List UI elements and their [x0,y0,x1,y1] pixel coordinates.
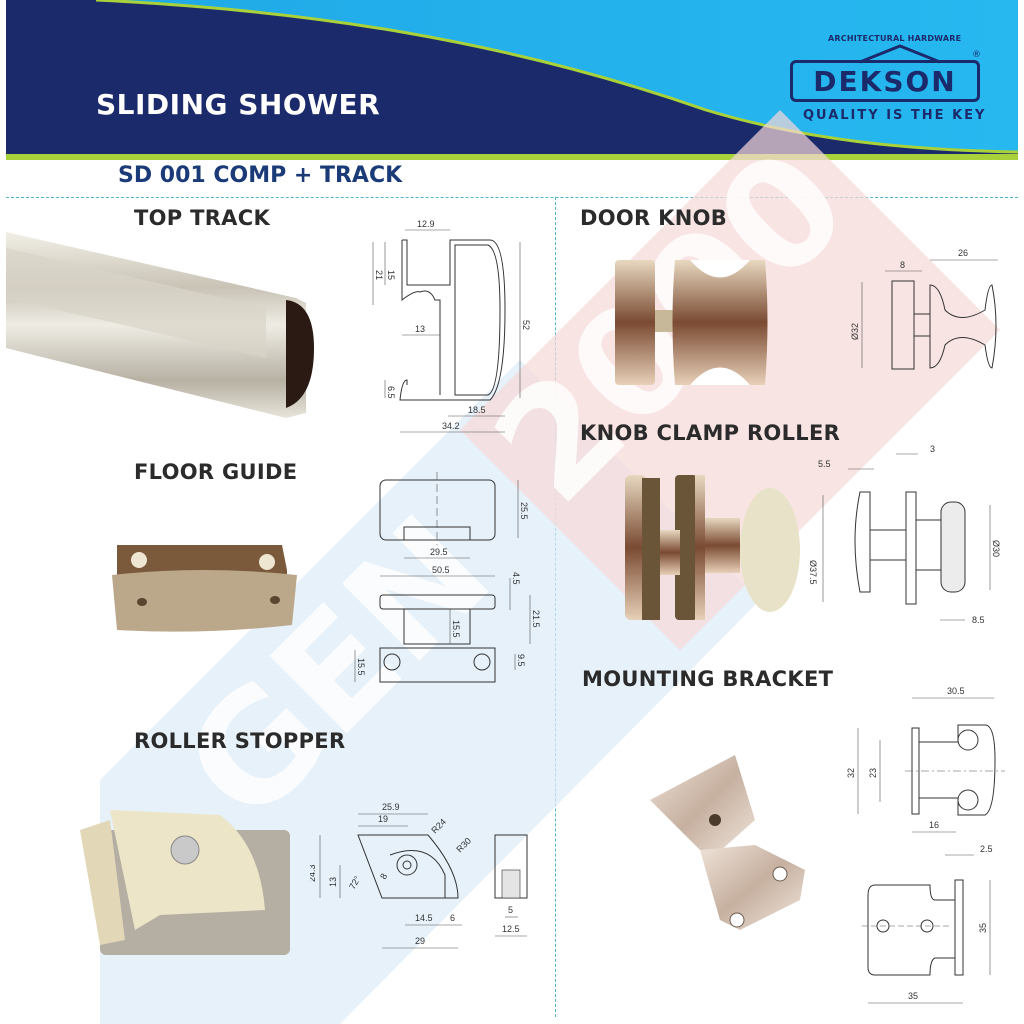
section-title-roller-stopper: ROLLER STOPPER [134,729,346,753]
svg-text:Ø32: Ø32 [850,323,860,340]
vertical-divider [555,197,556,1017]
brand-tagline-top: ARCHITECTURAL HARDWARE [828,34,962,43]
svg-text:15.5: 15.5 [451,620,461,638]
mounting-bracket-drawing-top: 30.5 32 23 16 [846,686,1005,833]
door-knob-photo [615,260,768,385]
brand-name: DEKSON [813,65,957,98]
section-title-mounting-bracket: MOUNTING BRACKET [582,667,834,691]
svg-text:16: 16 [929,820,939,830]
knob-clamp-roller-photo [625,475,800,620]
svg-text:4.5: 4.5 [511,572,521,585]
svg-text:5.5: 5.5 [818,459,831,469]
svg-text:14.5: 14.5 [415,913,433,923]
svg-text:Ø37.5: Ø37.5 [810,560,818,585]
section-title-knob-clamp-roller: KNOB CLAMP ROLLER [580,421,841,445]
svg-text:8: 8 [900,260,905,270]
brand-slogan: QUALITY IS THE KEY [803,108,987,123]
svg-text:30.5: 30.5 [947,686,965,696]
top-track-drawing: 12.9 15 21 13 52 6.5 18.5 34.2 [372,219,531,433]
page-title: SLIDING SHOWER [96,88,381,121]
mounting-bracket-drawing-side: 2.5 35 35 [862,844,993,1004]
svg-text:2.5: 2.5 [980,844,993,854]
svg-text:26: 26 [958,248,968,258]
roller-stopper-drawing: 25.9 19 R24 R30 24.3 13 72° 8 14.5 6 29 … [310,802,528,949]
svg-text:13: 13 [415,324,425,334]
svg-text:12.9: 12.9 [417,219,435,229]
svg-text:21: 21 [374,270,384,280]
svg-text:8.5: 8.5 [972,615,985,625]
section-title-door-knob: DOOR KNOB [580,206,728,230]
registered-mark: ® [972,50,981,60]
svg-text:15: 15 [386,270,396,280]
svg-text:24.3: 24.3 [310,864,317,882]
top-track-photo [6,232,314,418]
svg-text:52: 52 [521,320,531,330]
svg-text:R30: R30 [454,836,473,855]
svg-text:13: 13 [328,877,338,887]
floor-guide-drawing: 25.5 29.5 50.5 4.5 21.5 15.5 15.5 9.5 [354,472,540,683]
svg-text:12.5: 12.5 [502,924,520,934]
svg-text:18.5: 18.5 [468,405,486,415]
svg-text:Ø30: Ø30 [991,540,1001,557]
svg-text:72°: 72° [347,874,363,891]
logo-roof-icon [859,44,941,64]
svg-text:25.9: 25.9 [382,802,400,812]
roller-stopper-photo [80,810,290,955]
svg-text:21.5: 21.5 [531,610,540,628]
svg-text:3: 3 [930,444,935,454]
svg-text:15.5: 15.5 [356,658,366,676]
horizontal-divider [6,197,1018,198]
svg-text:25.5: 25.5 [519,502,529,520]
svg-text:23: 23 [868,768,878,778]
brand-logo: DEKSON [790,60,980,102]
section-title-top-track: TOP TRACK [134,206,271,230]
svg-text:8: 8 [378,872,389,881]
knob-clamp-roller-drawing: 5.5 3 Ø37.5 Ø30 8.5 [810,444,1001,625]
mounting-bracket-photo [650,755,805,930]
svg-text:29: 29 [415,936,425,946]
svg-text:50.5: 50.5 [432,565,450,575]
svg-text:19: 19 [378,814,388,824]
door-knob-drawing: 8 26 Ø32 [850,248,998,370]
svg-text:34.2: 34.2 [442,421,460,431]
svg-text:35: 35 [978,923,988,933]
svg-text:5: 5 [508,905,513,915]
section-title-floor-guide: FLOOR GUIDE [134,460,298,484]
svg-text:R24: R24 [429,817,448,836]
floor-guide-photo [112,545,297,632]
product-code: SD 001 COMP + TRACK [118,163,403,188]
svg-text:6: 6 [450,913,455,923]
svg-text:29.5: 29.5 [430,547,448,557]
svg-text:32: 32 [846,768,856,778]
svg-text:6.5: 6.5 [386,386,396,399]
svg-text:35: 35 [908,991,918,1001]
svg-text:9.5: 9.5 [516,654,526,667]
